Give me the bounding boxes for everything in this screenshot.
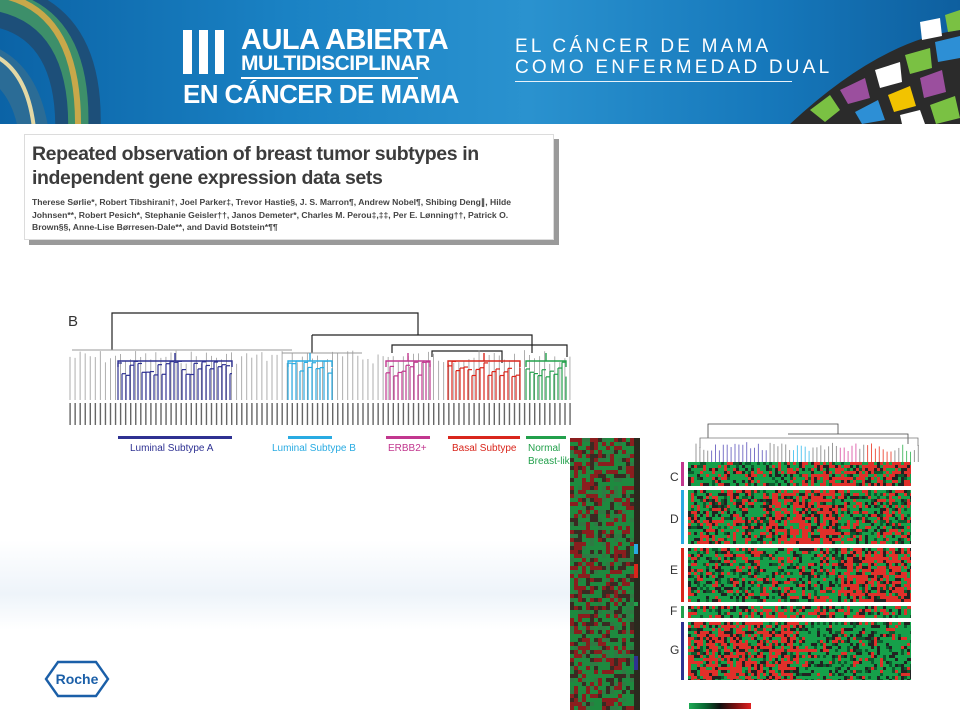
subtype-label-erbb2: ERBB2+ <box>388 443 427 454</box>
cluster-letter-e: E <box>670 563 679 577</box>
heatmap-strip-left <box>570 438 640 710</box>
decorative-swirl-image <box>0 0 101 124</box>
color-scale-bar <box>689 703 751 709</box>
subtype-label-breast-like: Breast-like <box>528 456 576 467</box>
panel-letter: B <box>68 313 79 330</box>
paper-title-card: Repeated observation of breast tumor sub… <box>24 134 554 240</box>
roche-logo-text: Roche <box>56 671 99 687</box>
subtype-label-basal: Basal Subtype <box>452 443 517 454</box>
tagline-line-2: COMO ENFERMEDAD DUAL <box>515 57 833 78</box>
heatmap-dendrogram <box>695 423 919 462</box>
decorative-mosaic-image <box>790 10 960 124</box>
header-banner: AULA ABIERTA MULTIDISCIPLINAR EN CÁNCER … <box>0 0 960 124</box>
cluster-letter-d: D <box>670 512 679 526</box>
logo-divider <box>241 77 418 79</box>
logo-line-3: EN CÁNCER DE MAMA <box>183 79 459 109</box>
tagline-divider <box>515 81 792 82</box>
cluster-letter-g: G <box>670 643 680 657</box>
roche-logo: Roche <box>44 660 110 698</box>
subtype-label-luminal-a: Luminal Subtype A <box>130 443 214 454</box>
logo-line-2: MULTIDISCIPLINAR <box>241 52 430 75</box>
subtype-label-normal: Normal <box>528 443 561 454</box>
paper-title: Repeated observation of breast tumor sub… <box>32 143 479 189</box>
heatmap-matrix <box>688 462 911 680</box>
cluster-letter-c: C <box>670 470 679 484</box>
logo-line-1: AULA ABIERTA <box>241 24 449 56</box>
cluster-letter-f: F <box>670 604 678 618</box>
tagline-line-1: EL CÁNCER DE MAMA <box>515 36 772 57</box>
subtype-label-luminal-b: Luminal Subtype B <box>272 443 356 454</box>
cluster-color-bars <box>681 462 684 680</box>
paper-authors: Therese Sørlie*, Robert Tibshirani†, Joe… <box>32 197 512 232</box>
background-fade <box>0 540 570 630</box>
dendrogram-figure <box>69 312 571 439</box>
